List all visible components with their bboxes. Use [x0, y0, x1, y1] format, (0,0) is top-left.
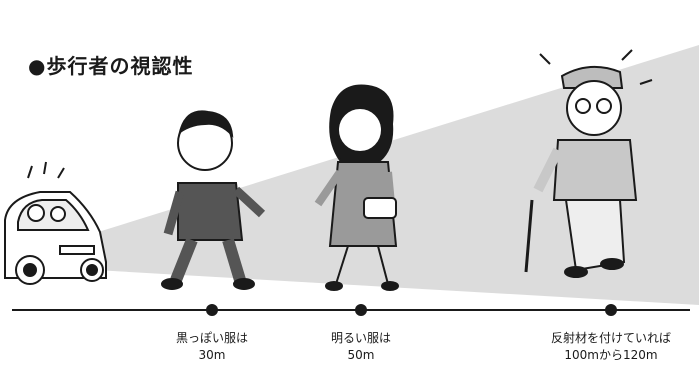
marker-30m: [206, 304, 218, 316]
marker-50m: [355, 304, 367, 316]
milestone-label-light-line2: 50m: [347, 348, 375, 362]
milestone-label-reflective-line1: 反射材を付けていれば: [550, 331, 671, 345]
milestone-label-reflective: 反射材を付けていれば 100mから120m: [531, 330, 691, 364]
milestone-label-dark: 黒っぽい服は 30m: [162, 330, 262, 364]
milestone-label-dark-line2: 30m: [198, 348, 226, 362]
marker-100m-120m: [605, 304, 617, 316]
milestone-label-dark-line1: 黒っぽい服は: [175, 331, 248, 345]
pedestrian-reflective-material: [524, 49, 653, 278]
pedestrian-light-clothes: [314, 84, 399, 291]
car-icon: [4, 161, 107, 285]
diagram-title: ●歩行者の視認性: [28, 54, 194, 78]
milestone-label-reflective-line2: 100mから120m: [564, 348, 658, 362]
headlight-beam: [95, 45, 699, 305]
milestone-label-light-line1: 明るい服は: [330, 331, 391, 345]
milestone-label-light: 明るい服は 50m: [311, 330, 411, 364]
pedestrian-dark-clothes: [161, 110, 266, 290]
